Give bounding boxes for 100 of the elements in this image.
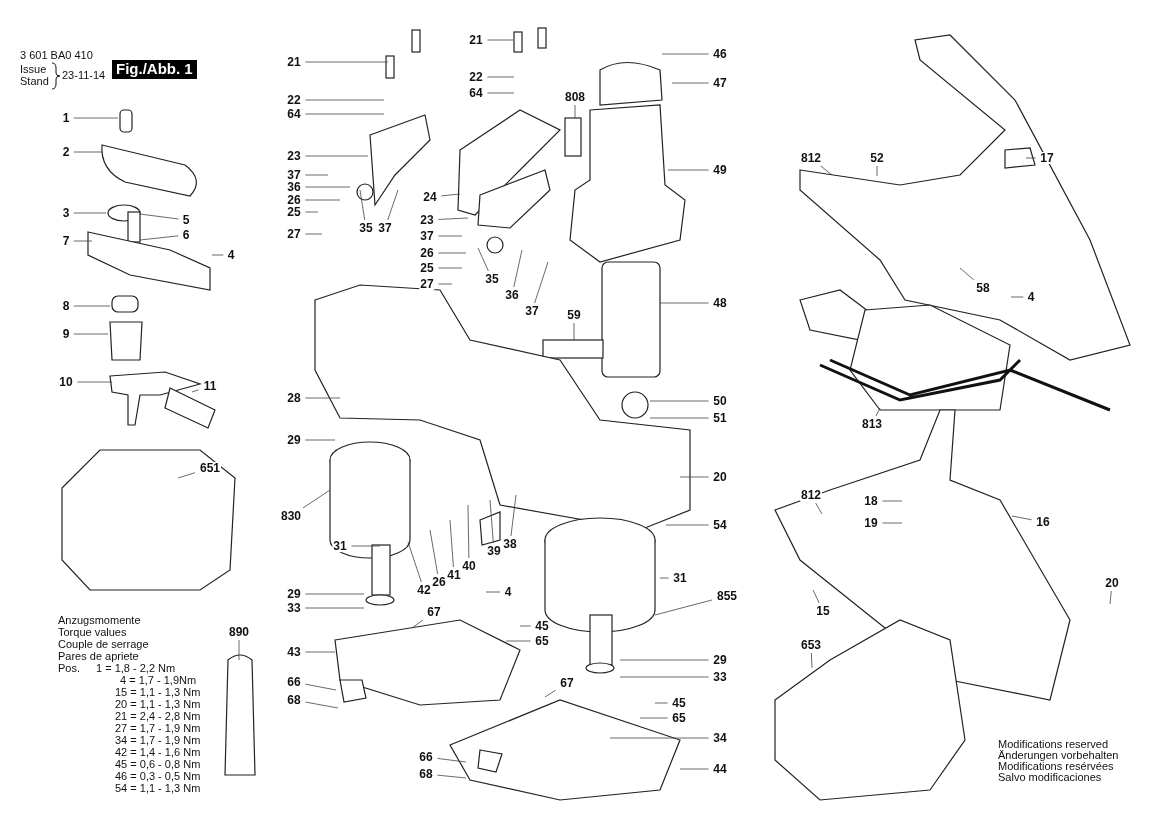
callout-number: 890 <box>228 626 250 638</box>
torque-text: 34 = 1,7 - 1,9 Nm <box>115 735 201 746</box>
callout-number: 66 <box>286 676 302 688</box>
leader-line <box>211 254 224 256</box>
note-text: Modifications resérvées <box>998 761 1114 772</box>
callout-number: 45 <box>534 620 550 632</box>
callout-number: 812 <box>800 489 822 501</box>
callout-number: 6 <box>181 229 191 241</box>
leader-line <box>661 53 709 55</box>
callout-number: 10 <box>58 376 74 388</box>
callout-number: 31 <box>332 540 348 552</box>
callout-number: 5 <box>181 214 191 226</box>
callout-number: 11 <box>202 380 218 392</box>
leader-line <box>73 305 111 307</box>
leader-line <box>485 591 501 593</box>
note-text: Änderungen vorbehalten <box>998 750 1119 761</box>
callout-number: 26 <box>431 576 447 588</box>
callout-number: 25 <box>286 206 302 218</box>
callout-number: 41 <box>446 569 462 581</box>
callout-number: 65 <box>534 635 550 647</box>
callout-number: 29 <box>286 588 302 600</box>
leader-line <box>619 676 709 678</box>
leader-line <box>305 439 336 441</box>
callout-number: 651 <box>199 462 221 474</box>
callout-number: 33 <box>712 671 728 683</box>
callout-number: 813 <box>861 418 883 430</box>
leader-line <box>519 625 531 627</box>
callout-number: 49 <box>712 164 728 176</box>
callout-number: 44 <box>712 763 728 775</box>
leader-line <box>387 189 399 221</box>
callout-number: 54 <box>712 519 728 531</box>
leader-line <box>654 599 713 616</box>
figure-label: Fig./Abb. 1 <box>112 60 197 79</box>
callout-number: 27 <box>419 278 435 290</box>
torque-text: 54 = 1,1 - 1,3 Nm <box>115 783 201 794</box>
callout-number: 42 <box>416 584 432 596</box>
leader-line <box>305 701 339 709</box>
callout-number: 29 <box>286 434 302 446</box>
leader-line <box>654 702 668 704</box>
leader-line <box>639 717 668 719</box>
leader-line <box>510 494 517 537</box>
leader-line <box>882 522 903 524</box>
callout-number: 67 <box>559 677 575 689</box>
torque-text: 1 = 1,8 - 2,2 Nm <box>96 663 176 674</box>
callout-number: 67 <box>426 606 442 618</box>
part-number-text: 3 601 BA0 410 <box>20 50 93 61</box>
leader-line <box>73 151 104 153</box>
callout-number: 51 <box>712 412 728 424</box>
callout-number: 19 <box>863 517 879 529</box>
leader-line <box>305 593 365 595</box>
leader-line <box>679 476 709 478</box>
leader-line <box>659 577 669 579</box>
callout-number: 21 <box>286 56 302 68</box>
callout-number: 45 <box>671 697 687 709</box>
callout-number: 18 <box>863 495 879 507</box>
callout-number: 17 <box>1039 152 1055 164</box>
torque-text: 15 = 1,1 - 1,3 Nm <box>115 687 201 698</box>
callout-number: 68 <box>418 768 434 780</box>
callout-number: 830 <box>280 510 302 522</box>
callout-number: 35 <box>358 222 374 234</box>
callout-number: 64 <box>468 87 484 99</box>
leader-line <box>429 529 438 575</box>
callout-number: 39 <box>486 545 502 557</box>
torque-text: 27 = 1,7 - 1,9 Nm <box>115 723 201 734</box>
callout-number: 31 <box>672 572 688 584</box>
leader-line <box>513 249 523 288</box>
callout-number: 59 <box>566 309 582 321</box>
leader-line <box>191 389 199 393</box>
leader-line <box>139 213 179 220</box>
callout-number: 855 <box>716 590 738 602</box>
callout-number: 1 <box>61 112 71 124</box>
torque-text: 42 = 1,4 - 1,6 Nm <box>115 747 201 758</box>
callout-number: 653 <box>800 639 822 651</box>
leader-line <box>73 212 107 214</box>
callout-number: 3 <box>61 207 71 219</box>
leader-line <box>305 174 329 176</box>
leader-line <box>876 165 878 177</box>
leader-line <box>477 247 489 272</box>
leader-line <box>449 519 454 568</box>
callout-number: 65 <box>671 712 687 724</box>
torque-text: Pares de apriete <box>58 651 139 662</box>
leader-line <box>305 683 337 691</box>
leader-line <box>544 689 556 698</box>
torque-text: 21 = 2,4 - 2,8 Nm <box>115 711 201 722</box>
leader-line <box>619 659 709 661</box>
callout-number: 20 <box>1104 577 1120 589</box>
callout-number: 37 <box>524 305 540 317</box>
leader-line <box>505 640 531 642</box>
leader-line <box>815 502 823 515</box>
callout-number: 64 <box>286 108 302 120</box>
callout-number: 33 <box>286 602 302 614</box>
torque-text: Couple de serrage <box>58 639 149 650</box>
callout-number: 37 <box>419 230 435 242</box>
leader-line <box>351 545 381 547</box>
leader-line <box>407 541 422 583</box>
leader-line <box>411 619 424 629</box>
callout-number: 15 <box>815 605 831 617</box>
callout-number: 66 <box>418 751 434 763</box>
leader-line <box>441 193 461 197</box>
leader-line <box>573 322 575 341</box>
